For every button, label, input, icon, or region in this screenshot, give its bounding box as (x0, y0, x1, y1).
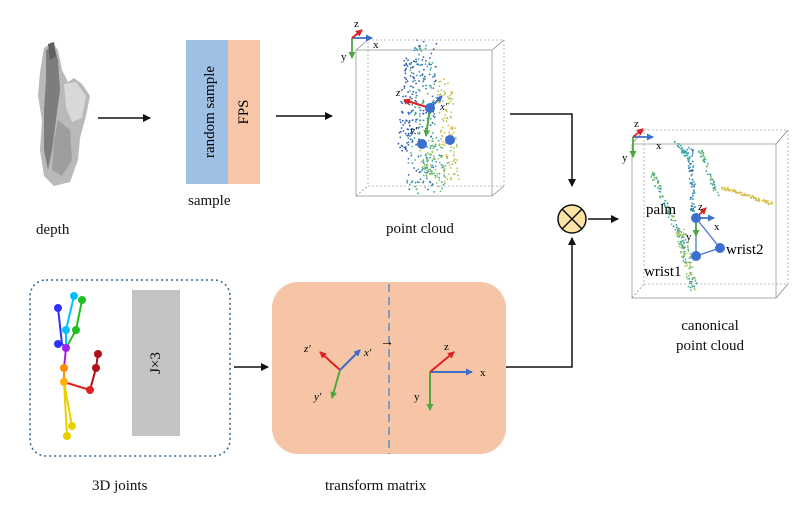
palm-label: palm (646, 202, 676, 218)
pointcloud-global-axes (348, 29, 373, 59)
point-cloud-scatter (397, 39, 460, 195)
joints-shape-block (132, 290, 180, 436)
canonical-keypoints (691, 207, 725, 261)
point-cloud-caption: point cloud (386, 221, 454, 237)
can-local-x: x (714, 221, 720, 233)
can-axis-x: x (656, 140, 662, 152)
hand-skeleton (54, 292, 102, 440)
depth-caption: depth (36, 222, 70, 238)
pc-axis-x: x (373, 39, 379, 51)
can-axis-z: z (634, 118, 639, 130)
canonical-scatter (650, 140, 773, 292)
can-axis-y: y (622, 152, 628, 164)
pc-axis-yp: y' (409, 125, 418, 137)
wrist2-point (715, 243, 725, 253)
canonical-box (631, 129, 789, 299)
can-local-y: y (686, 231, 692, 243)
canonical-caption-line2: point cloud (676, 338, 744, 354)
tm-axis-xp: x' (363, 347, 372, 359)
tm-arrow-glyph: → (380, 335, 394, 350)
pc-axis-z: z (354, 18, 359, 30)
joints-panel (29, 279, 231, 457)
combine-operator (557, 204, 587, 234)
pointcloud-local-axes (403, 95, 455, 149)
tm-axis-y: y (414, 391, 420, 403)
tm-axis-z: z (444, 341, 449, 353)
transform-caption: transform matrix (325, 478, 427, 494)
wrist1-label: wrist1 (644, 264, 682, 280)
pc-axis-zp: z' (395, 87, 403, 99)
can-local-z: z (698, 201, 703, 213)
fps-label: FPS (236, 99, 252, 124)
transform-canonical-axes (426, 351, 473, 411)
wrist1-point (691, 251, 701, 261)
pc-axis-y: y (341, 51, 347, 63)
point-cloud-box (355, 39, 505, 197)
tm-axis-x: x (480, 367, 486, 379)
wrist2-label: wrist2 (726, 242, 764, 258)
tm-axis-zp: z' (303, 343, 311, 355)
joints-shape-label: J×3 (148, 352, 164, 374)
joints-caption: 3D joints (92, 478, 148, 494)
random-sample-label: random sample (202, 66, 218, 158)
fps-block (228, 40, 260, 184)
palm-point (691, 213, 701, 223)
depth-image (38, 42, 90, 186)
transform-local-axes (319, 349, 361, 399)
random-sample-block (186, 40, 228, 184)
arrow-transform-to-combine (506, 237, 576, 368)
arrow-pointcloud-to-combine (510, 113, 576, 187)
canonical-caption-line1: canonical (681, 318, 739, 334)
sample-caption: sample (188, 193, 231, 209)
tm-axis-yp: y' (313, 391, 322, 403)
pc-axis-xp: x' (439, 101, 448, 113)
canonical-global-axes (629, 128, 654, 158)
